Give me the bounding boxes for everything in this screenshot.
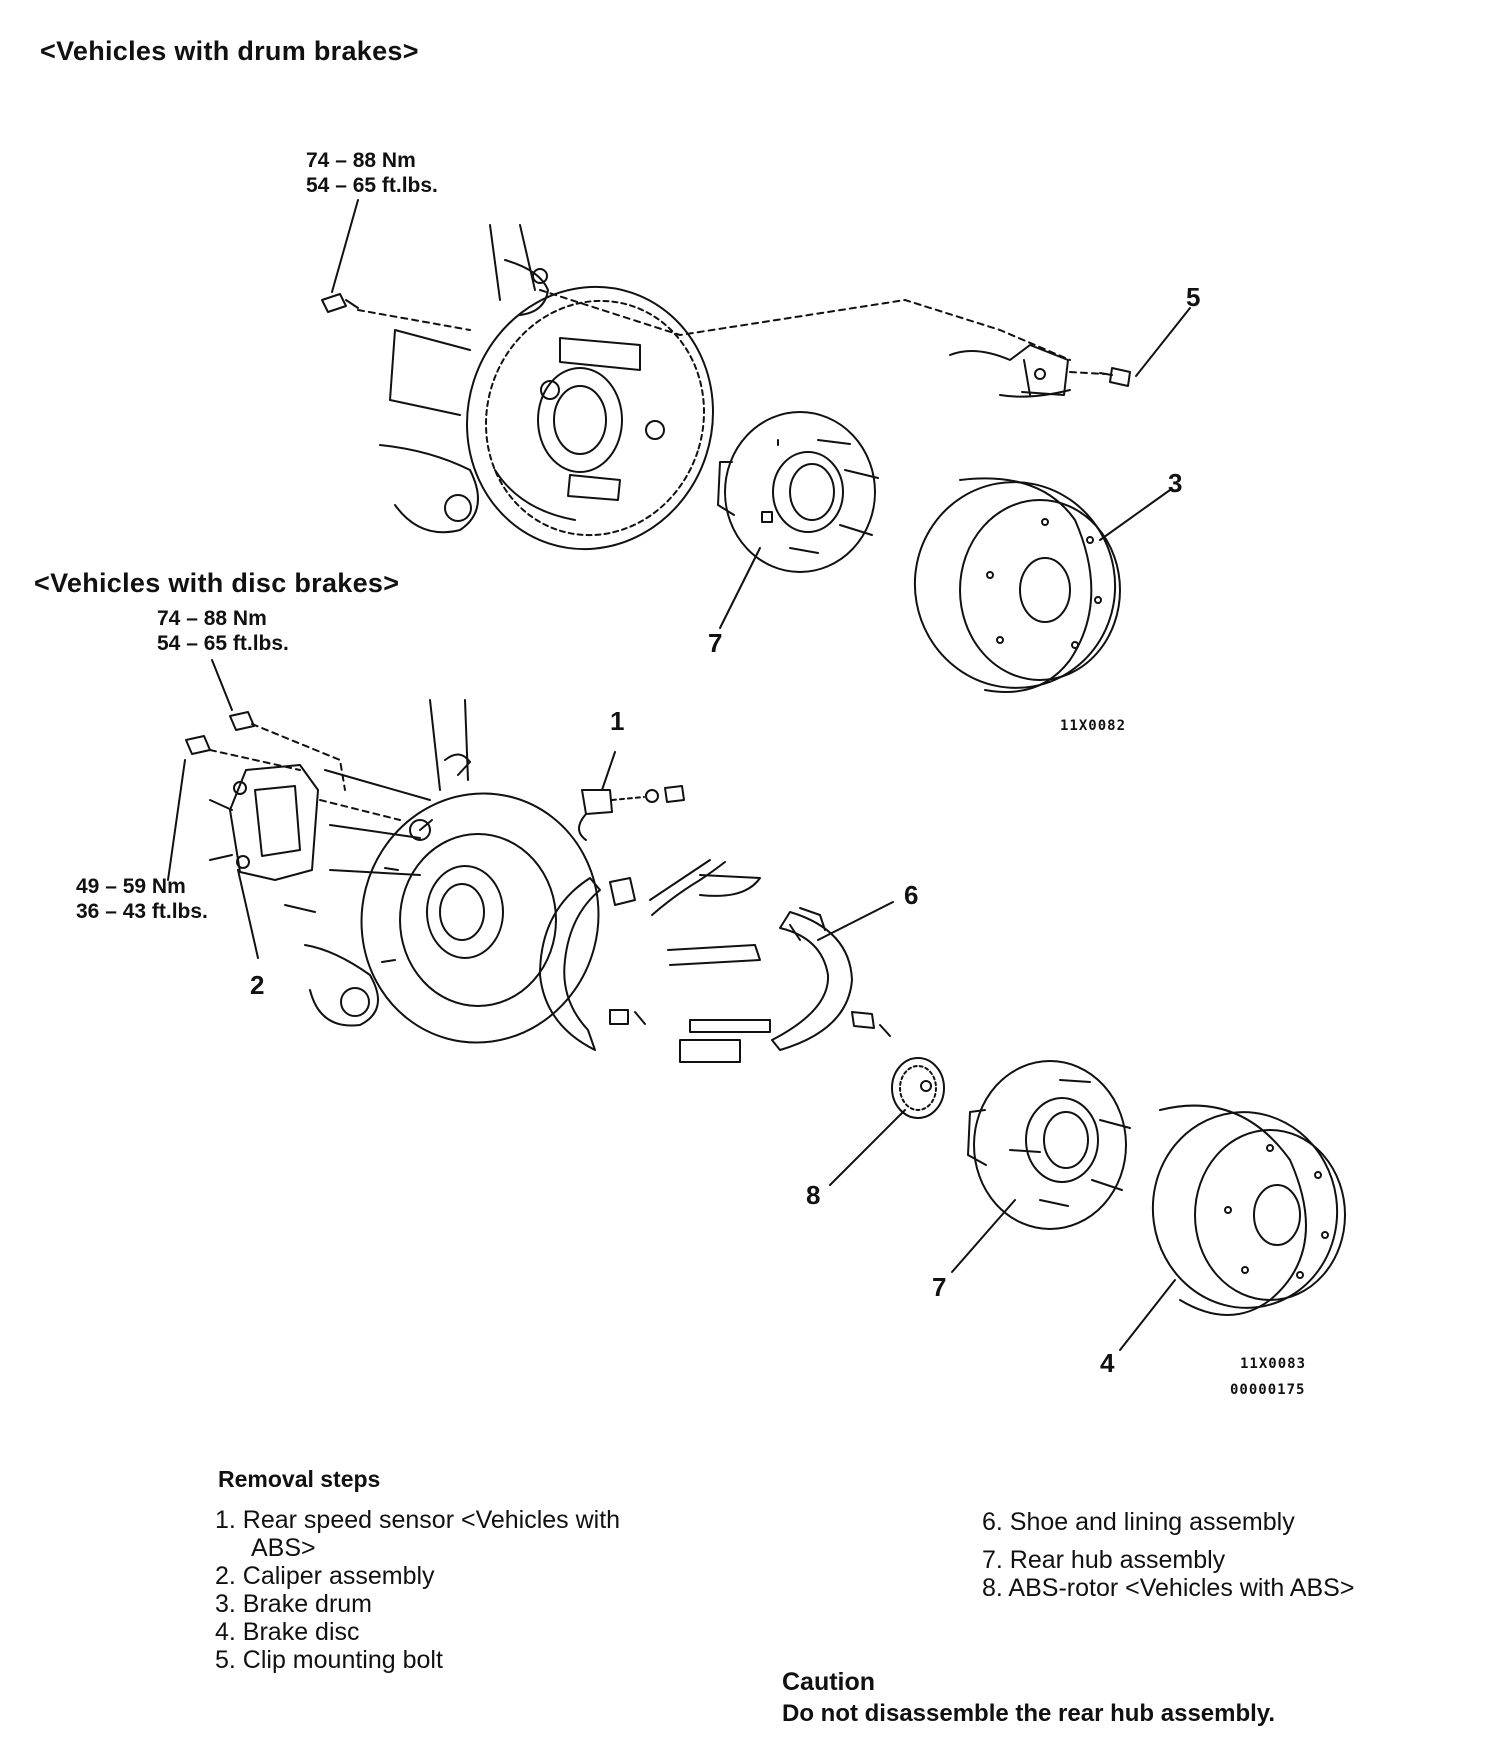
callout-4: 4 [1100, 1348, 1115, 1378]
disc-backing-plate [360, 792, 600, 1044]
removal-step: 5. Clip mounting bolt [215, 1646, 443, 1674]
torque-spec-drum-top: 74 – 88 Nm 54 – 65 ft.lbs. [306, 148, 438, 198]
leader-2 [237, 869, 259, 959]
drum-brakes-heading: <Vehicles with drum brakes> [40, 36, 419, 66]
removal-step: 4. Brake disc [215, 1618, 360, 1646]
clip-bolt-5 [1099, 367, 1131, 387]
disc-bolt-top [185, 711, 255, 755]
leader-1 [601, 751, 616, 791]
drum-backing-plate [466, 285, 714, 551]
torque-nm: 74 – 88 Nm [306, 149, 416, 172]
drum-speed-sensor-clip [949, 344, 1071, 398]
removal-step: 8. ABS-rotor <Vehicles with ABS> [982, 1574, 1355, 1602]
removal-step: 3. Brake drum [215, 1590, 373, 1618]
leader-torque-caliper [167, 759, 186, 881]
leader-6 [817, 901, 894, 941]
torque-ftlbs: 54 – 65 ft.lbs. [157, 632, 289, 655]
figure-code-drum: 11X0082 [1060, 718, 1127, 734]
sensor-dashed [611, 796, 645, 801]
torque-spec-caliper: 49 – 59 Nm 36 – 43 ft.lbs. [76, 874, 208, 924]
callout-3: 3 [1168, 468, 1183, 498]
leader-3 [1099, 489, 1171, 541]
disc-brakes-heading: <Vehicles with disc brakes> [34, 568, 400, 598]
callout-7-drum: 7 [708, 628, 723, 658]
removal-step-cont: ABS> [251, 1534, 316, 1562]
leader-8 [829, 1109, 906, 1186]
callout-8: 8 [806, 1180, 821, 1210]
abs-rotor [891, 1057, 945, 1119]
shoe-and-lining [539, 877, 853, 1051]
caution-text: Do not disassemble the rear hub assembly… [782, 1700, 1276, 1727]
drum-bolt-top [321, 293, 359, 313]
removal-step: 1. Rear speed sensor <Vehicles with [215, 1506, 621, 1534]
callout-7-disc: 7 [932, 1272, 947, 1302]
figure-code-disc: 11X0083 [1240, 1356, 1307, 1372]
removal-step: 2. Caliper assembly [215, 1562, 435, 1590]
removal-steps-title: Removal steps [218, 1466, 381, 1492]
speed-sensor-1 [578, 785, 685, 841]
torque-ftlbs: 54 – 65 ft.lbs. [306, 174, 438, 197]
torque-nm: 49 – 59 Nm [76, 875, 186, 898]
callout-5: 5 [1186, 282, 1201, 312]
leader-torque-disc-top [211, 659, 233, 711]
drum-dashed-leaders [357, 289, 1105, 375]
disc-dashed-leaders [209, 723, 401, 821]
torque-nm: 74 – 88 Nm [157, 607, 267, 630]
caliper-assembly [209, 764, 319, 881]
removal-step: 6. Shoe and lining assembly [982, 1508, 1295, 1536]
callout-6: 6 [904, 880, 919, 910]
removal-step: 7. Rear hub assembly [982, 1546, 1226, 1574]
leader-7-disc [951, 1199, 1016, 1273]
torque-spec-disc-top: 74 – 88 Nm 54 – 65 ft.lbs. [157, 606, 289, 656]
disc-knuckle-arm [304, 699, 471, 1027]
disc-rear-hub [967, 1060, 1131, 1230]
callout-2: 2 [250, 970, 265, 1000]
leader-torque-drum [331, 199, 359, 293]
brake-drum [913, 477, 1121, 693]
brake-disc [1151, 1104, 1346, 1316]
torque-ftlbs: 36 – 43 ft.lbs. [76, 900, 208, 923]
caution-title: Caution [782, 1668, 876, 1696]
removal-steps-left: 1. Rear speed sensor <Vehicles with ABS>… [215, 1506, 620, 1674]
leader-4 [1119, 1279, 1176, 1351]
drum-rear-hub [717, 411, 879, 573]
drum-knuckle-arm [379, 224, 549, 534]
springs-and-pins [284, 859, 891, 1063]
figure-code-doc: 00000175 [1230, 1382, 1306, 1398]
leader-7-drum [719, 547, 761, 629]
callout-1: 1 [610, 706, 625, 736]
removal-steps-right: 6. Shoe and lining assembly 7. Rear hub … [982, 1508, 1354, 1602]
leader-5 [1135, 307, 1191, 377]
